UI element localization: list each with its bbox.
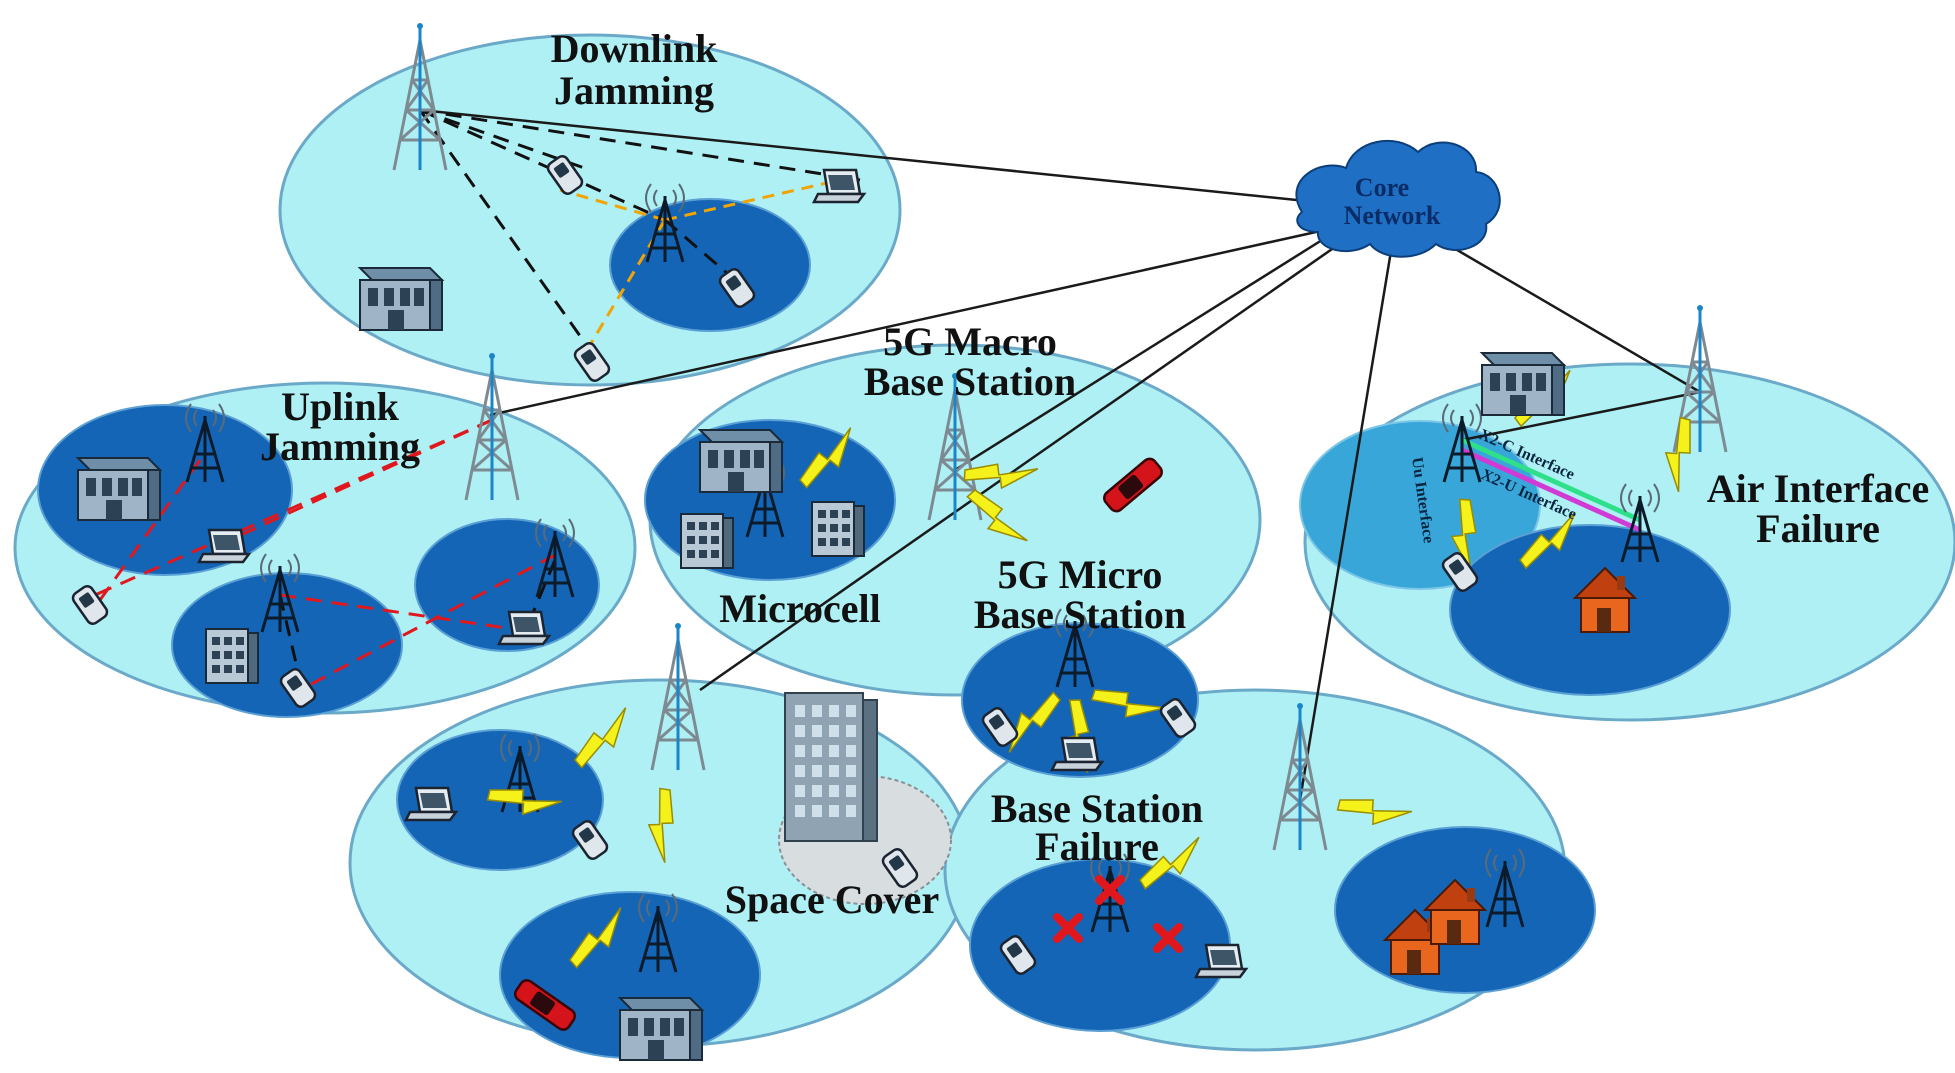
- office-tower-icon: [784, 692, 878, 842]
- space-cover-label: Space Cover: [725, 877, 939, 922]
- air-interface-label-1: Air Interface: [1707, 466, 1930, 511]
- building-icon: [699, 429, 783, 493]
- bs-failure-label-2: Failure: [1035, 824, 1159, 869]
- uplink-jamming-links: [94, 418, 557, 692]
- building-icon: [619, 997, 703, 1061]
- macro-bs-label-1: 5G Macro: [883, 319, 1057, 364]
- uplink-jamming-label-2: Jamming: [260, 424, 420, 469]
- macro-bs-label-2: Base Station: [864, 359, 1076, 404]
- downlink-jamming-label-1: Downlink: [551, 26, 718, 71]
- uplink-cell-left: [37, 404, 293, 576]
- core-network-label-2: Network: [1344, 201, 1441, 230]
- air-cell-faint: [1299, 420, 1541, 590]
- building-icon: [77, 457, 161, 521]
- bs-failure-label-1: Base Station: [991, 786, 1203, 831]
- air-interface-label-2: Failure: [1756, 506, 1880, 551]
- core-network-links: [419, 108, 1701, 801]
- micro-bs-label-1: 5G Micro: [998, 552, 1163, 597]
- building-icon: [359, 267, 443, 331]
- uplink-jamming-label-1: Uplink: [281, 384, 400, 429]
- uplink-cell-right: [414, 518, 600, 652]
- microcell-label: Microcell: [719, 586, 880, 631]
- building-icon: [205, 628, 259, 684]
- downlink-small-cell: [609, 198, 811, 332]
- building-icon: [811, 501, 865, 557]
- micro-bs-label-2: Base Station: [974, 592, 1186, 637]
- air-interface-links: [1460, 437, 1642, 533]
- building-icon: [680, 513, 734, 569]
- core-network-label-1: Core: [1355, 173, 1409, 202]
- core-network-cloud: [1295, 139, 1501, 258]
- downlink-jamming-label-2: Jamming: [554, 68, 714, 113]
- building-icon: [1481, 352, 1565, 416]
